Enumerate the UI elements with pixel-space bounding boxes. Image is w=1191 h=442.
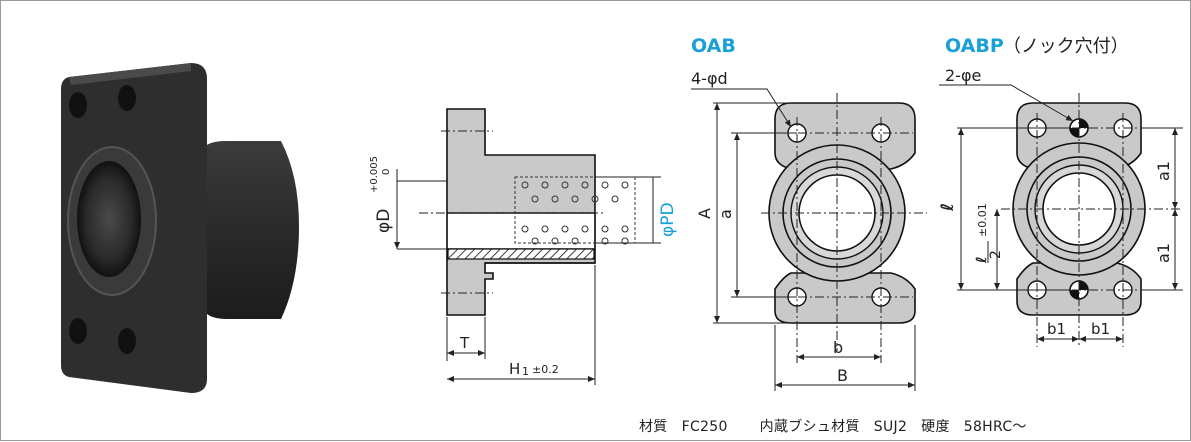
dim-label-b-lower: b <box>833 338 843 357</box>
dim-tol-lower: 0 <box>381 169 392 175</box>
dim-label-b1-right: b1 <box>1091 320 1110 338</box>
dim-label-a-lower: a <box>716 209 735 219</box>
title-oab: OAB <box>691 35 736 57</box>
title-oabp: OABP <box>945 35 1004 57</box>
dim-label-t: T <box>459 334 470 352</box>
spec-material-label: 材質 <box>639 419 668 435</box>
product-photo <box>61 63 299 393</box>
spec-line: 材質 FC250 内蔵ブシュ材質 SUJ2 硬度 58HRC〜 <box>639 416 1041 436</box>
dim-label-b1-left: b1 <box>1047 320 1066 338</box>
label-hole-2-phi-e: 2-φe <box>945 66 981 85</box>
oab-front-view <box>691 88 927 391</box>
dim-label-a-upper: A <box>695 208 714 219</box>
label-hole-4-phi-d: 4-φd <box>691 69 728 88</box>
spec-hardness-value: 58HRC〜 <box>963 419 1027 435</box>
photo-bolt-hole-icon <box>69 92 87 118</box>
dim-label-phi-pd: φPD <box>658 202 678 237</box>
side-section-view <box>394 108 661 385</box>
spec-hardness-label: 硬度 <box>921 419 950 435</box>
photo-bolt-hole-icon <box>118 85 136 111</box>
photo-bolt-hole-icon <box>118 328 136 354</box>
dim-label-phi-d: φD <box>374 209 394 233</box>
oabp-front-view <box>939 84 1183 347</box>
spec-material-value: FC250 <box>681 419 728 435</box>
dim-label-a1-top: a1 <box>1154 161 1173 181</box>
dim-label-h1: H <box>509 360 520 378</box>
spec-bush-label: 内蔵ブシュ材質 <box>759 419 860 435</box>
title-oabp-note: （ノック穴付） <box>1003 36 1129 57</box>
dim-label-b-upper: B <box>837 366 848 385</box>
dim-label-a1-bottom: a1 <box>1154 243 1173 263</box>
spec-bush-value: SUJ2 <box>873 419 908 435</box>
dim-label-l-half-den: 2 <box>988 250 1004 259</box>
dim-label-l-half-tol: ±0.01 <box>976 203 989 237</box>
photo-bolt-hole-icon <box>69 318 87 344</box>
dim-label-h1-tol: ±0.2 <box>532 363 559 376</box>
dim-tol-upper: +0.005 <box>369 156 380 193</box>
photo-bore-icon <box>77 161 141 277</box>
dim-label-l-half-num: ℓ <box>974 256 990 264</box>
dim-label-l: ℓ <box>938 203 958 212</box>
dim-label-h1-sub: 1 <box>522 365 529 378</box>
